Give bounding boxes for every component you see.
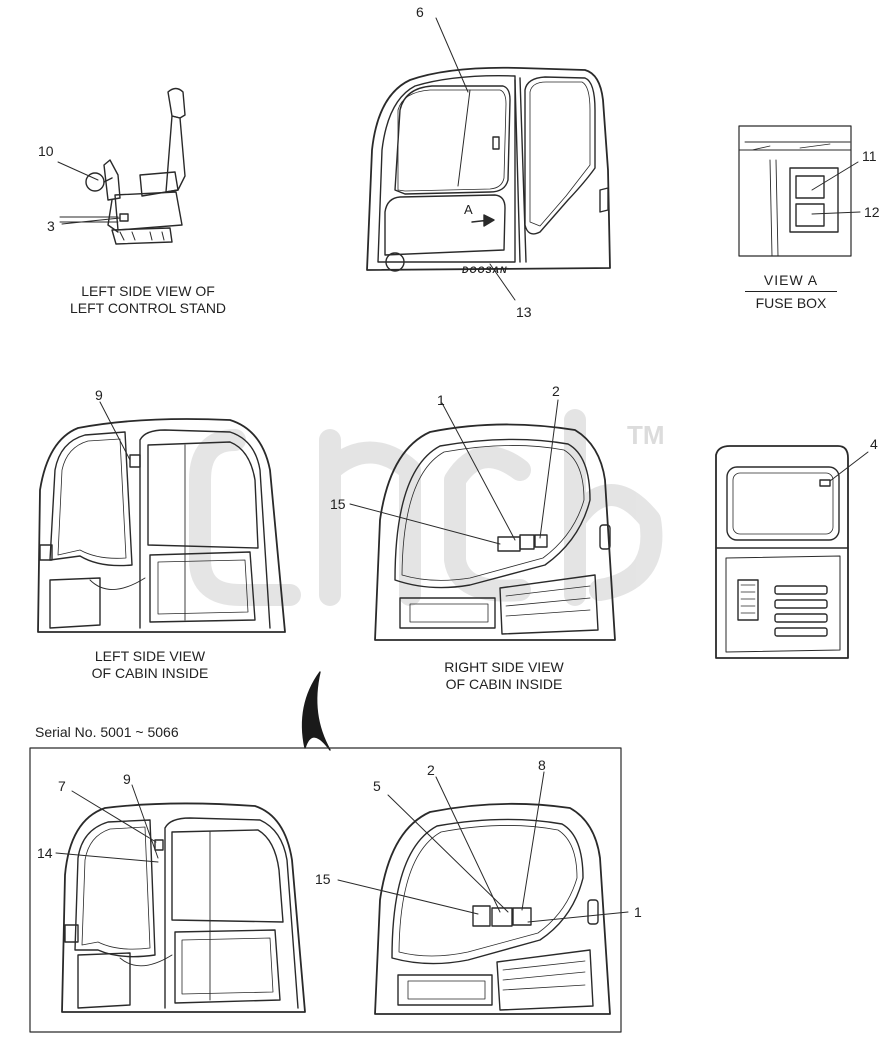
callout-15-right-cabin: 15 <box>330 496 346 512</box>
callout-11: 11 <box>862 148 877 164</box>
serial-left-cabin-drawing <box>55 784 306 1013</box>
callout-1-right-cabin: 1 <box>437 392 445 408</box>
caption-right-cabin-inside: RIGHT SIDE VIEW OF CABIN INSIDE <box>444 659 564 692</box>
caption-left-control-stand: LEFT SIDE VIEW OF LEFT CONTROL STAND <box>69 283 227 316</box>
fuse-box-drawing <box>738 125 861 257</box>
callout-9-left-cabin: 9 <box>95 387 103 403</box>
serial-right-cabin-drawing <box>337 771 629 1015</box>
cabin-rear-drawing <box>715 445 869 659</box>
callout-12: 12 <box>864 204 880 220</box>
view-a-title: VIEW A <box>745 272 837 292</box>
callout-10: 10 <box>38 143 54 159</box>
callout-15-serial: 15 <box>315 871 331 887</box>
callout-7: 7 <box>58 778 66 794</box>
callout-2-right-cabin: 2 <box>552 383 560 399</box>
callout-6: 6 <box>416 4 424 20</box>
callout-1-serial: 1 <box>634 904 642 920</box>
caption-view-a: VIEW A FUSE BOX <box>745 272 837 311</box>
callout-8: 8 <box>538 757 546 773</box>
view-a-subtitle: FUSE BOX <box>755 295 827 311</box>
callout-13: 13 <box>516 304 532 320</box>
seat-control-stand-drawing <box>57 87 186 245</box>
right-cabin-inside-drawing <box>349 399 616 641</box>
cabin-exterior-drawing <box>366 17 611 301</box>
callout-14: 14 <box>37 845 53 861</box>
caption-left-cabin-inside: LEFT SIDE VIEW OF CABIN INSIDE <box>91 648 209 681</box>
callout-5: 5 <box>373 778 381 794</box>
serial-number-range: Serial No. 5001 ~ 5066 <box>35 724 179 740</box>
callout-4: 4 <box>870 436 878 452</box>
watermark-logo <box>189 409 663 606</box>
callout-3: 3 <box>47 218 55 234</box>
decorative-curve <box>301 671 331 751</box>
serial-box-frame <box>29 747 622 1033</box>
callout-9-serial: 9 <box>123 771 131 787</box>
brand-logo-text: DOOSAN <box>462 265 508 275</box>
left-cabin-inside-drawing <box>37 401 286 633</box>
trademark-mark: TM <box>627 420 665 450</box>
callout-2-serial: 2 <box>427 762 435 778</box>
view-a-arrow-label: A <box>464 202 473 217</box>
